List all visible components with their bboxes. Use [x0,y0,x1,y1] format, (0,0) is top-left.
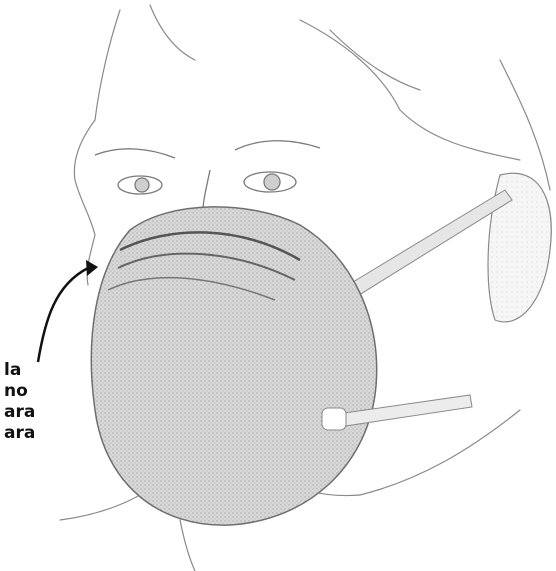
respirator-mask [91,207,376,525]
caption-line-4: ara [0,423,100,444]
caption-line-1: la [0,360,100,381]
pointer-arrow [38,260,98,362]
callout-caption: la no ara ara [0,360,100,444]
caption-line-3: ara [0,402,100,423]
caption-line-2: no [0,381,100,402]
